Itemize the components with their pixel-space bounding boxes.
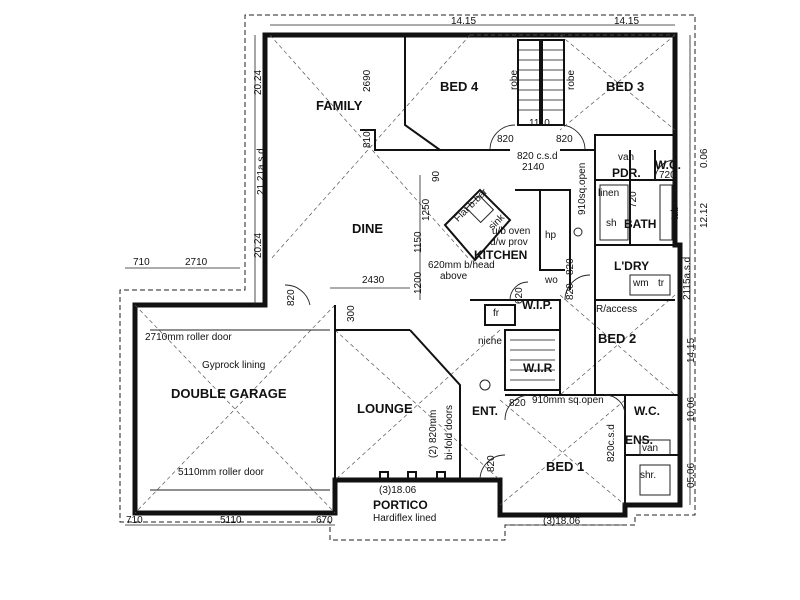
room-ens: ENS. (625, 433, 654, 447)
label-hardiflex: Hardiflex lined (373, 513, 437, 524)
label-shr: shr. (640, 470, 657, 481)
dim-2430: 2430 (362, 275, 385, 286)
dim-820-bed3: 820 (556, 134, 573, 145)
room-wir: W.I.R (523, 361, 553, 375)
dim-r-006: 0.06 (699, 148, 710, 168)
label-bifold: (2) 820mm (428, 409, 439, 458)
label-gyprock: Gyprock lining (202, 360, 266, 371)
label-above: above (440, 271, 468, 282)
dim-r-2115: 2115a.s.d (682, 256, 693, 300)
label-wm: wm (633, 278, 649, 289)
room-pdr: PDR. (612, 166, 641, 180)
label-b-head: 620mm b/head (428, 260, 495, 271)
dim-820-ent: 820 (486, 455, 497, 472)
internal-walls (150, 35, 680, 505)
dim-left-mid: 21.21a.s.d (256, 148, 267, 195)
label-tub: tub (670, 206, 681, 220)
label-bifold-2: bi-fold doors (444, 404, 455, 460)
dim-720-pdr: 720 (659, 170, 676, 181)
dim-left-dine: 20.24 (253, 232, 264, 258)
dim-left-top: 20.24 (253, 69, 264, 95)
room-bath: BATH (624, 217, 657, 231)
label-roller-bottom: 5110mm roller door (178, 467, 264, 478)
dim-r-1415: 14.15 (686, 337, 697, 363)
dim-1250: 1250 (421, 198, 432, 221)
dim-90: 90 (431, 170, 442, 182)
dim-r-1212: 12.12 (699, 202, 710, 228)
dimension-lines (125, 24, 691, 526)
label-van-ens: van (642, 443, 659, 454)
dim-820-bed4: 820 (497, 134, 514, 145)
dim-820-wir: 820 (509, 398, 526, 409)
dim-620: 620 (514, 287, 525, 304)
eave-line (119, 14, 696, 541)
label-niche: niche (478, 336, 502, 347)
room-kitchen: KITCHEN (474, 248, 528, 262)
label-raccess: R/access (596, 304, 638, 315)
room-wc-ens: W.C. (634, 404, 660, 418)
dim-family-2690: 2690 (362, 69, 373, 92)
room-double-garage: DOUBLE GARAGE (171, 386, 287, 401)
room-bed3: BED 3 (606, 79, 645, 94)
label-csd-top: 820 c.s.d (517, 151, 558, 162)
room-wc-top: W.C. (655, 158, 681, 172)
room-bed1: BED 1 (546, 459, 585, 474)
dim-bottom-670: 670 (316, 515, 333, 526)
dim-820-wip: 820 (565, 283, 576, 300)
label-van-top: van (618, 152, 635, 163)
kitchen-sink (465, 194, 495, 224)
dim-2140: 2140 (522, 162, 545, 173)
dim-bottom-5110: 5110 (220, 515, 242, 526)
room-wip: W.I.P. (522, 298, 553, 312)
label-sq-open-bed1: 910mm sq.open (532, 395, 604, 406)
dim-bottom-bed1: (3)18.06 (543, 516, 581, 527)
label-robe-right: robe (566, 69, 577, 90)
label-wo: wo (545, 275, 558, 286)
label-fr: fr (493, 308, 500, 319)
room-ldry: L'DRY (614, 259, 650, 273)
dim-r-0506: 05.06 (686, 462, 697, 488)
dim-top-left-width: 14.15 (451, 16, 477, 27)
dim-top-right-width: 14.15 (614, 16, 640, 27)
room-bed4: BED 4 (440, 79, 479, 94)
dim-300: 300 (346, 305, 357, 322)
label-oven: u/b oven (492, 226, 531, 237)
label-roller-top: 2710mm roller door (145, 332, 232, 343)
label-csd-bed1: 820c.s.d (606, 424, 617, 462)
room-portico: PORTICO (373, 498, 428, 512)
label-robe-left: robe (509, 69, 520, 90)
dim-820-ldry: 820 (565, 258, 576, 275)
dim-family-810: 810 (362, 131, 373, 148)
label-sq-open-top: 910sq.open (577, 162, 588, 215)
dim-820-garage: 820 (286, 289, 297, 306)
dim-garage-ext-mid: 2710 (185, 257, 208, 268)
dim-1150: 1150 (413, 231, 424, 253)
robe-hatching (510, 49, 564, 381)
kitchen-bench (443, 188, 512, 262)
room-family: FAMILY (316, 98, 363, 113)
dim-bottom-710: 710 (126, 515, 143, 526)
dim-1200: 1200 (413, 271, 424, 294)
label-dw: d/w prov (490, 237, 528, 248)
room-ent: ENT. (472, 404, 499, 418)
label-linen: linen (598, 188, 620, 199)
dim-garage-ext-left: 710 (133, 257, 150, 268)
dim-bottom-portico: (3)18.06 (379, 485, 417, 496)
dim-1110: 1110 (529, 118, 550, 129)
ceiling-diagonals (134, 34, 676, 514)
dim-720-bath: 720 (628, 191, 639, 208)
external-walls (132, 32, 683, 518)
room-dine: DINE (352, 221, 384, 236)
door-swings (284, 124, 676, 481)
room-lounge: LOUNGE (357, 401, 413, 416)
dim-r-1006: 10.06 (686, 396, 697, 422)
room-bed2: BED 2 (598, 331, 637, 346)
label-hp: hp (545, 230, 557, 241)
label-sh: sh (606, 218, 617, 229)
label-tr: tr (658, 278, 665, 289)
